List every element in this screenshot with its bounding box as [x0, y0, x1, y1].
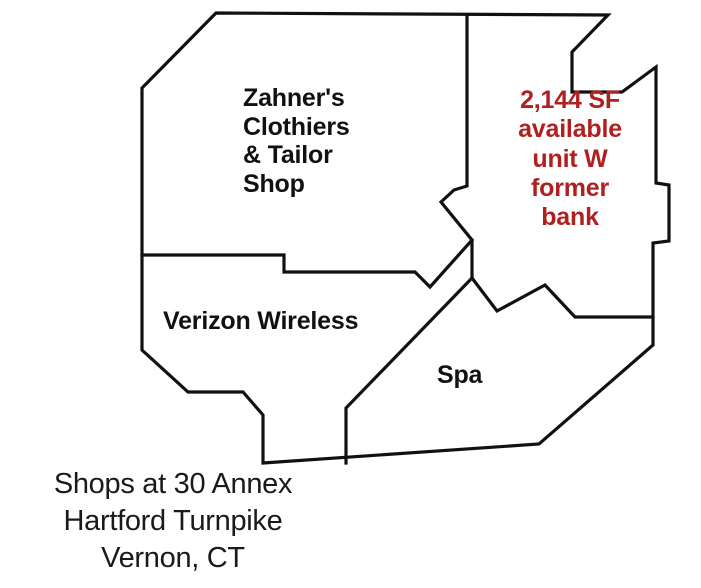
wall-spa-verizon	[344, 275, 475, 465]
wall-zahners-verizon	[140, 237, 475, 290]
building-outline-path	[140, 11, 671, 465]
caption-line-city-state: Vernon, CT	[101, 541, 245, 574]
wall-spa-bank	[469, 275, 655, 319]
caption-line-property-name: Shops at 30 Annex	[53, 468, 293, 500]
unit-label-zahners: Zahner's Clothiers & Tailor Shop	[243, 84, 350, 198]
wall-bank-west-upper	[438, 13, 474, 280]
unit-label-spa: Spa	[437, 361, 483, 389]
unit-label-verizon: Verizon Wireless	[163, 307, 359, 335]
availability-callout: 2,144 SF available unit W former bank	[518, 86, 622, 231]
caption: Shops at 30 Annex Hartford Turnpike Vern…	[8, 466, 338, 576]
caption-line-street: Hartford Turnpike	[63, 504, 283, 537]
